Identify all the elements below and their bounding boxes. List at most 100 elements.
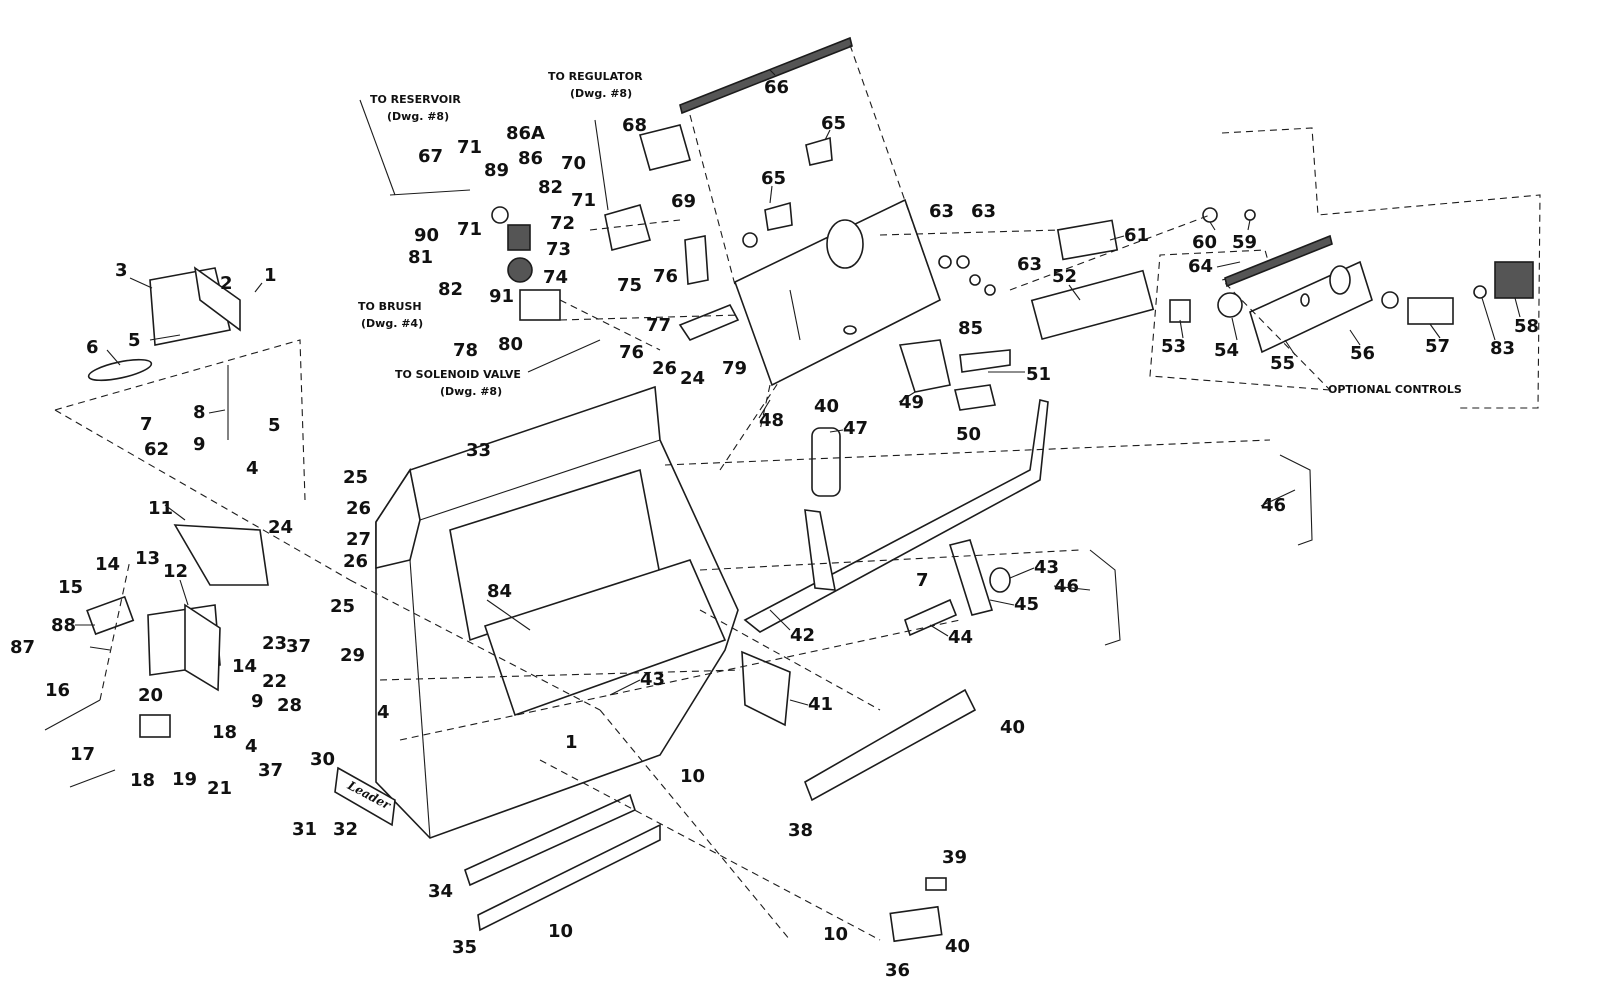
callout-75: 75 [617,275,642,296]
callout-82: 82 [438,279,463,300]
callout-8: 8 [193,402,206,423]
callout-21: 21 [207,778,232,799]
callout-28: 28 [277,695,302,716]
callout-31: 31 [292,819,317,840]
upper-valve-cluster [389,119,740,341]
callout-76: 76 [619,342,644,363]
note-to-reservoir: TO RESERVOIR [370,93,461,106]
optional-faceplate [1249,260,1373,354]
callout-80: 80 [498,334,523,355]
note-to-regulator-ref: (Dwg. #8) [570,87,632,100]
callout-25: 25 [330,596,355,617]
callout-59: 59 [1232,232,1257,253]
callout-39: 39 [942,847,967,868]
callout-46: 46 [1261,495,1286,516]
callout-72: 72 [550,213,575,234]
callout-40: 40 [945,936,970,957]
callout-37: 37 [286,636,311,657]
callout-17: 17 [70,744,95,765]
callout-84: 84 [487,581,512,602]
callout-19: 19 [172,769,197,790]
callout-3: 3 [115,260,128,281]
callout-67: 67 [418,146,443,167]
callout-33: 33 [466,440,491,461]
callout-70: 70 [561,153,586,174]
note-to-solenoid-valve: TO SOLENOID VALVE [395,368,521,381]
callout-25: 25 [343,467,368,488]
callout-20: 20 [138,685,163,706]
callout-7: 7 [916,570,929,591]
callout-5: 5 [128,330,141,351]
callout-46: 46 [1054,576,1079,597]
handle-linkage [741,399,1313,727]
callout-13: 13 [135,548,160,569]
callout-32: 32 [333,819,358,840]
left-bracket-assembly [44,266,269,788]
note-to-brush-ref: (Dwg. #4) [361,317,423,330]
callout-65: 65 [761,168,786,189]
callout-41: 41 [808,694,833,715]
callout-73: 73 [546,239,571,260]
callout-24: 24 [680,368,705,389]
callout-69: 69 [671,191,696,212]
callout-35: 35 [452,937,477,958]
callout-78: 78 [453,340,478,361]
callout-53: 53 [1161,336,1186,357]
callout-10: 10 [680,766,705,787]
callout-14: 14 [232,656,257,677]
callout-54: 54 [1214,340,1239,361]
callout-63: 63 [1017,254,1042,275]
callout-51: 51 [1026,364,1051,385]
callout-47: 47 [843,418,868,439]
callouts: 1 1 2 3 4 4 4 5 5 6 7 7 8 9 9 10 10 10 1… [10,77,1539,981]
leader-lines [75,69,1521,706]
callout-86: 86 [518,148,543,169]
callout-4: 4 [245,736,258,757]
note-optional-controls: OPTIONAL CONTROLS [1328,383,1462,396]
callout-9: 9 [193,434,206,455]
callout-16: 16 [45,680,70,701]
callout-71: 71 [571,190,596,211]
callout-42: 42 [790,625,815,646]
callout-4: 4 [246,458,259,479]
callout-30: 30 [310,749,335,770]
lower-rails [464,688,977,943]
callout-50: 50 [956,424,981,445]
callout-86a: 86A [506,123,545,144]
callout-68: 68 [622,115,647,136]
callout-81: 81 [408,247,433,268]
callout-65: 65 [821,113,846,134]
callout-34: 34 [428,881,453,902]
note-to-regulator: TO REGULATOR [548,70,643,83]
callout-66: 66 [764,77,789,98]
callout-38: 38 [788,820,813,841]
callout-40: 40 [1000,717,1025,738]
callout-7: 7 [140,414,153,435]
callout-49: 49 [899,392,924,413]
callout-36: 36 [885,960,910,981]
callout-12: 12 [163,561,188,582]
callout-82: 82 [538,177,563,198]
callout-44: 44 [948,627,973,648]
callout-48: 48 [759,410,784,431]
note-to-solenoid-valve-ref: (Dwg. #8) [440,385,502,398]
callout-79: 79 [722,358,747,379]
callout-1: 1 [264,265,277,286]
callout-55: 55 [1270,353,1295,374]
callout-4: 4 [377,702,390,723]
callout-26: 26 [652,358,677,379]
callout-18: 18 [212,722,237,743]
callout-26: 26 [343,551,368,572]
callout-29: 29 [340,645,365,666]
callout-15: 15 [58,577,83,598]
callout-71: 71 [457,219,482,240]
callout-88: 88 [51,615,76,636]
callout-5: 5 [268,415,281,436]
callout-60: 60 [1192,232,1217,253]
callout-27: 27 [346,529,371,550]
callout-62: 62 [144,439,169,460]
callout-40: 40 [814,396,839,417]
callout-6: 6 [86,337,99,358]
callout-14: 14 [95,554,120,575]
